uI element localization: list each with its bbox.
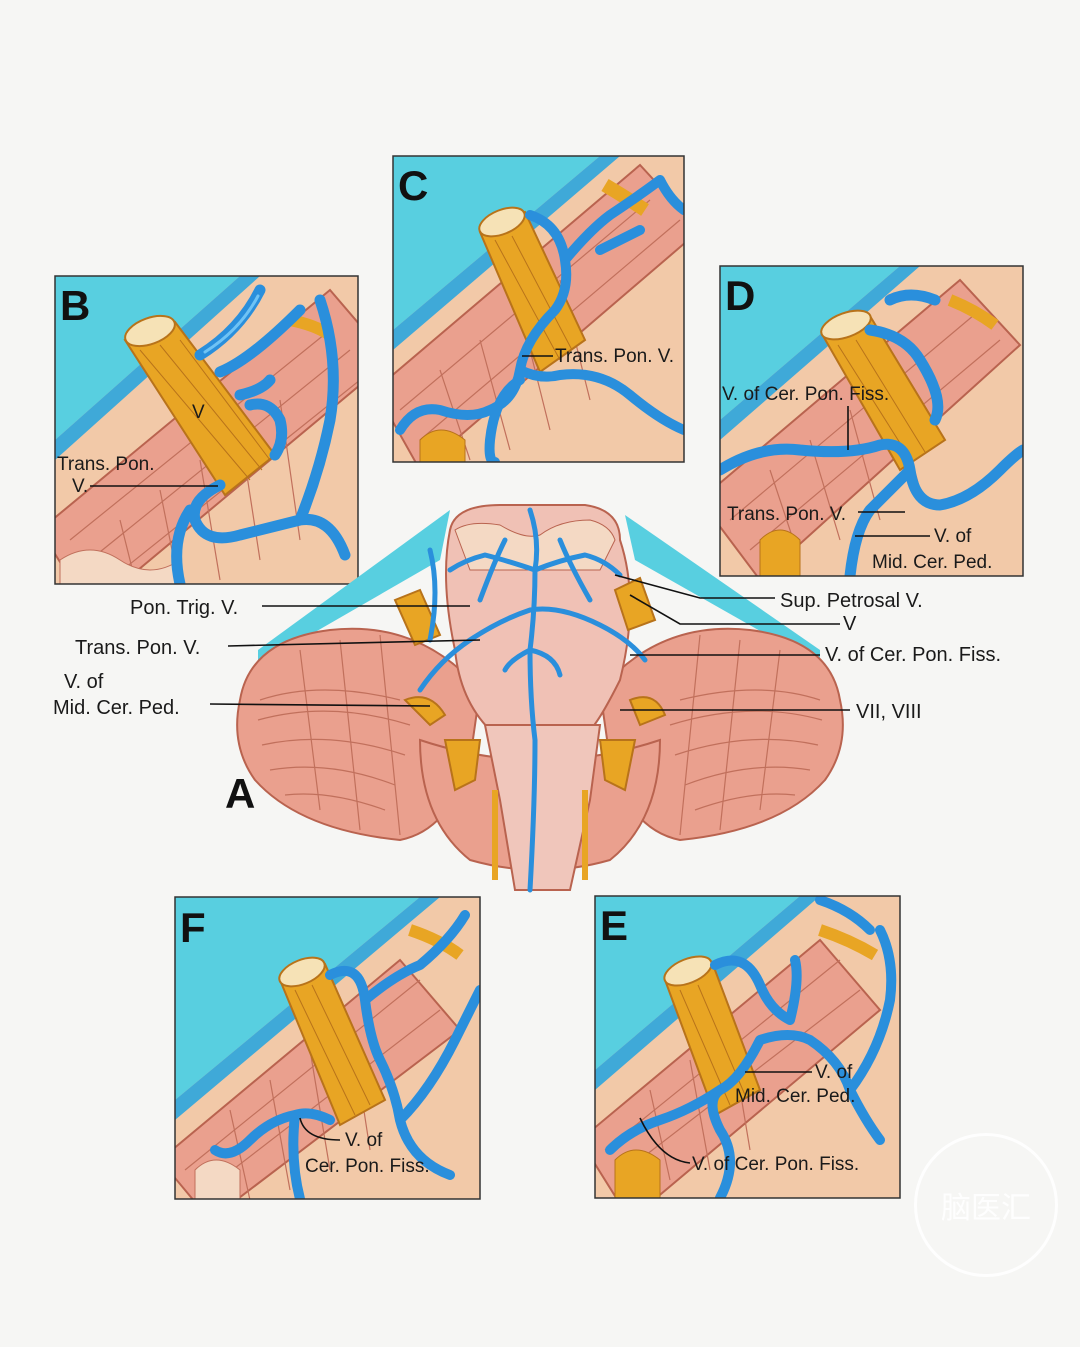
panel-d-cer-pon-fiss-label: V. of Cer. Pon. Fiss. <box>722 384 889 405</box>
main-trans-pon-label: Trans. Pon. V. <box>75 637 200 659</box>
panel-e-mid-label-2: Mid. Cer. Ped. <box>735 1086 855 1107</box>
panel-e-letter: E <box>600 902 628 949</box>
main-mid-label-2: Mid. Cer. Ped. <box>53 697 180 719</box>
panel-d-mid-label-1: V. of <box>934 526 972 547</box>
panel-d-mid-label-2: Mid. Cer. Ped. <box>872 552 992 573</box>
panel-a-letter: A <box>225 770 255 817</box>
panel-b-trans-pon-label-2: V. <box>72 476 88 497</box>
main-mid-leader <box>209 703 431 707</box>
main-vii-viii-label: VII, VIII <box>856 701 922 723</box>
panel-f-letter: F <box>180 904 206 951</box>
panel-b-letter: B <box>60 282 90 329</box>
main-v-leader <box>629 594 840 625</box>
panel-f-label-2: Cer. Pon. Fiss. <box>305 1156 430 1177</box>
main-trans-pon-leader <box>227 639 481 647</box>
panel-e-cer-pon-fiss-label: V. of Cer. Pon. Fiss. <box>692 1154 859 1175</box>
main-v-label: V <box>843 613 857 635</box>
panel-c <box>393 156 684 462</box>
panel-d <box>720 266 1023 576</box>
panel-e-leader-2 <box>639 1117 691 1164</box>
main-cer-pon-fiss-label: V. of Cer. Pon. Fiss. <box>825 644 1001 666</box>
panel-e <box>595 896 900 1198</box>
main-sup-petrosal-label: Sup. Petrosal V. <box>780 590 923 612</box>
watermark-logo: 脑医汇 <box>914 1133 1058 1277</box>
main-mid-label-1: V. of <box>64 671 104 693</box>
panel-b <box>55 276 358 584</box>
panel-b-trans-pon-label-1: Trans. Pon. <box>57 454 155 475</box>
main-pon-trig-label: Pon. Trig. V. <box>130 597 238 619</box>
panel-e-mid-label-1: V. of <box>815 1062 853 1083</box>
panel-a <box>236 504 844 893</box>
panel-d-trans-pon-label: Trans. Pon. V. <box>727 504 846 525</box>
main-sup-petrosal-leader <box>614 574 775 599</box>
panel-c-trans-pon-label: Trans. Pon. V. <box>555 346 674 367</box>
panel-f-leader <box>299 1117 341 1141</box>
watermark-text: 脑医汇 <box>941 1191 1031 1226</box>
panel-d-letter: D <box>725 272 755 319</box>
panel-f <box>175 897 480 1199</box>
panel-f-label-1: V. of <box>345 1130 383 1151</box>
panel-b-v-label: V <box>192 402 205 423</box>
panel-c-letter: C <box>398 162 428 209</box>
